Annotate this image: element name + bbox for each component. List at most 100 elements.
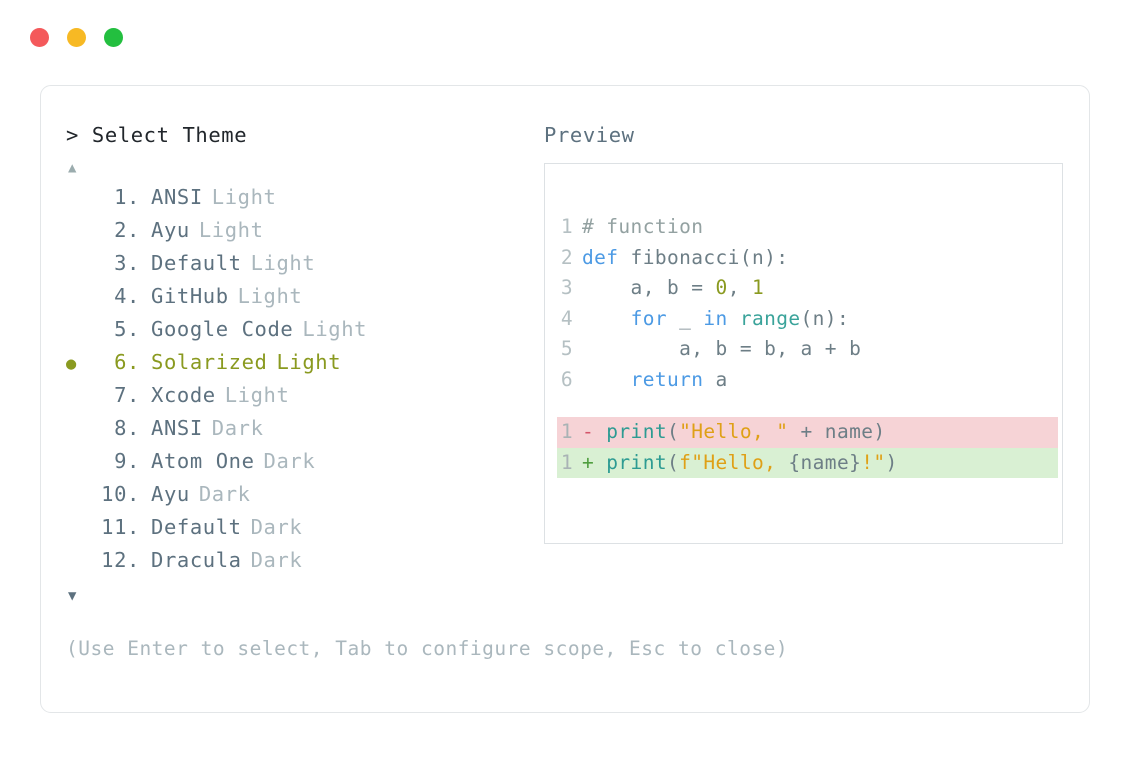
code-token: {name} bbox=[788, 450, 862, 474]
code-token: !" bbox=[861, 450, 886, 474]
theme-variant: Light bbox=[198, 218, 264, 242]
code-token bbox=[728, 307, 740, 330]
theme-index: 2. bbox=[114, 218, 140, 242]
minimize-button[interactable] bbox=[67, 28, 86, 47]
code-token: "Hello, " bbox=[679, 420, 789, 443]
theme-name: Atom One bbox=[151, 449, 255, 473]
page-title: > Select Theme bbox=[66, 123, 248, 147]
line-number: 1 bbox=[560, 450, 573, 474]
theme-name: ANSI bbox=[151, 416, 203, 440]
code-token: for bbox=[630, 306, 667, 330]
theme-variant: Dark bbox=[198, 482, 251, 506]
theme-index: 1. bbox=[114, 185, 140, 209]
scroll-down-icon[interactable]: ▼ bbox=[68, 588, 77, 604]
line-number: 1 bbox=[560, 420, 573, 443]
theme-list-item[interactable]: 3. Default Light bbox=[66, 251, 536, 284]
code-token: ) bbox=[885, 450, 898, 474]
diff-body: 1- print("Hello, " + name)1+ print(f"Hel… bbox=[557, 417, 1058, 478]
line-number: 4 bbox=[560, 306, 573, 330]
code-token: + name bbox=[788, 420, 874, 443]
theme-index: 6. bbox=[114, 350, 140, 374]
theme-variant: Light bbox=[250, 251, 316, 275]
theme-variant: Light bbox=[224, 383, 290, 407]
theme-variant: Dark bbox=[263, 449, 316, 473]
code-token: , bbox=[727, 276, 752, 299]
line-number: 6 bbox=[560, 367, 573, 391]
code-token: range bbox=[739, 306, 801, 330]
code-token: 1 bbox=[751, 276, 765, 299]
theme-list-item[interactable]: 10. Ayu Dark bbox=[66, 482, 536, 515]
code-token: print bbox=[606, 450, 667, 474]
code-token: (n): bbox=[800, 306, 850, 330]
maximize-button[interactable] bbox=[104, 28, 123, 47]
theme-index: 11. bbox=[101, 515, 140, 539]
theme-name: Ayu bbox=[151, 218, 190, 242]
code-line: 3 a, b = 0, 1 bbox=[557, 273, 1058, 304]
diff-marker: + bbox=[582, 450, 607, 474]
theme-name: ANSI bbox=[151, 185, 203, 209]
theme-index: 10. bbox=[101, 482, 140, 506]
code-line: 5 a, b = b, a + b bbox=[557, 334, 1058, 365]
code-token: in bbox=[703, 306, 728, 330]
line-number: 3 bbox=[560, 276, 573, 299]
code-token: # function bbox=[582, 215, 704, 238]
theme-index: 7. bbox=[114, 383, 140, 407]
theme-list-item[interactable]: 1. ANSI Light bbox=[66, 185, 536, 218]
theme-index: 3. bbox=[114, 251, 140, 275]
theme-name: Default bbox=[151, 251, 242, 275]
code-token: return bbox=[630, 367, 704, 391]
theme-variant: Light bbox=[237, 284, 303, 308]
code-line: 4 for _ in range(n): bbox=[557, 304, 1058, 335]
theme-index: 8. bbox=[114, 416, 140, 440]
code-token: f"Hello, bbox=[679, 450, 789, 474]
code-token: def bbox=[582, 245, 619, 269]
theme-name: Default bbox=[151, 515, 242, 539]
theme-list-item[interactable]: 4. GitHub Light bbox=[66, 284, 536, 317]
theme-list-item[interactable]: 2. Ayu Light bbox=[66, 218, 536, 251]
theme-variant: Light bbox=[211, 185, 277, 209]
line-number: 1 bbox=[560, 215, 573, 238]
code-token: ( bbox=[666, 450, 680, 474]
code-token: 0 bbox=[715, 276, 728, 299]
theme-name: Ayu bbox=[151, 482, 190, 506]
code-token: ) bbox=[873, 420, 886, 443]
code-token: fibonacci(n): bbox=[618, 245, 789, 269]
theme-variant: Light bbox=[276, 350, 342, 374]
theme-list-item[interactable]: 7. Xcode Light bbox=[66, 383, 536, 416]
theme-index: 5. bbox=[114, 317, 140, 341]
theme-list-item[interactable]: 11. Default Dark bbox=[66, 515, 536, 548]
theme-name: Xcode bbox=[151, 383, 216, 407]
code-token: a bbox=[703, 367, 728, 391]
theme-name: Solarized bbox=[151, 350, 268, 374]
theme-variant: Dark bbox=[250, 515, 303, 539]
close-button[interactable] bbox=[30, 28, 49, 47]
diff-marker: - bbox=[582, 420, 607, 443]
code-token: print bbox=[606, 420, 667, 443]
diff-line-del: 1- print("Hello, " + name) bbox=[557, 417, 1058, 448]
preview-title: Preview bbox=[544, 123, 635, 147]
theme-index: 9. bbox=[114, 449, 140, 473]
theme-variant: Dark bbox=[211, 416, 264, 440]
theme-index: 4. bbox=[114, 284, 140, 308]
theme-list-item[interactable]: 9. Atom One Dark bbox=[66, 449, 536, 482]
theme-variant: Dark bbox=[250, 548, 303, 572]
theme-variant: Light bbox=[302, 317, 368, 341]
window-controls bbox=[30, 28, 123, 47]
theme-list-item[interactable]: 8. ANSI Dark bbox=[66, 416, 536, 449]
code-token bbox=[582, 307, 631, 330]
scroll-up-icon[interactable]: ▲ bbox=[68, 160, 77, 176]
code-token: a, b = b, a + b bbox=[582, 337, 862, 360]
code-line: 6 return a bbox=[557, 365, 1058, 396]
theme-name: GitHub bbox=[151, 284, 229, 308]
